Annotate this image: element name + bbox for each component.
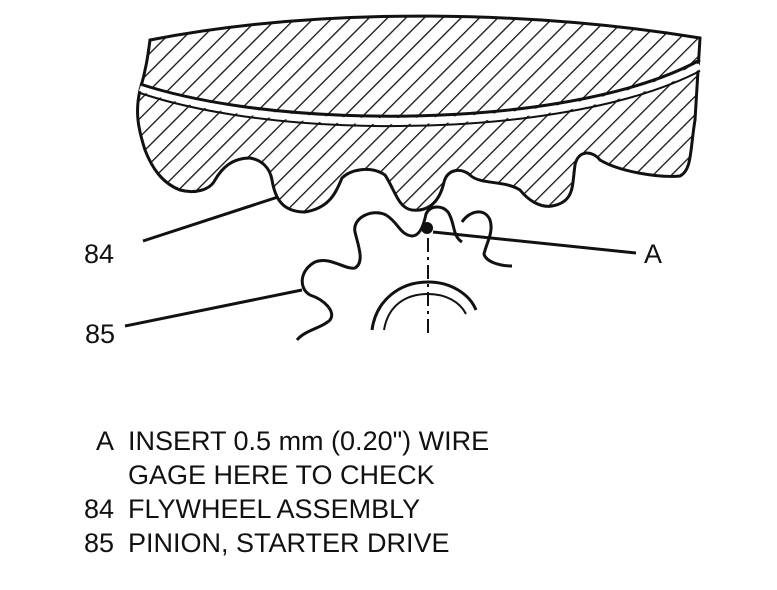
flywheel-assembly (136, 14, 702, 214)
flywheel-inner-band (139, 63, 702, 125)
pinion-bore-arc-inner (383, 292, 467, 331)
callout-label-84: 84 (84, 239, 114, 269)
legend-line: GAGE HERE TO CHECK (128, 460, 435, 490)
pinion-teeth-outline (295, 205, 463, 342)
legend-line: PINION, STARTER DRIVE (128, 528, 450, 558)
leader-84 (142, 195, 279, 243)
legend-item-84: 84 FLYWHEEL ASSEMBLY (52, 492, 489, 526)
callout-label-a: A (644, 239, 662, 269)
flywheel-inner-band-line (139, 58, 701, 118)
leader-85 (124, 288, 303, 328)
legend-key: A (95, 426, 114, 456)
pinion-bore-arc (370, 280, 478, 331)
flywheel-inner-band-line-2 (139, 70, 701, 128)
flywheel-hatched-body (136, 14, 702, 214)
legend-item-a: A INSERT 0.5 mm (0.20") WIRE GAGE HERE T… (52, 424, 489, 492)
legend-item-85: 85 PINION, STARTER DRIVE (52, 526, 489, 560)
legend-text: INSERT 0.5 mm (0.20") WIRE GAGE HERE TO … (128, 424, 489, 492)
wire-gage-point (421, 222, 433, 234)
legend-line: INSERT 0.5 mm (0.20") WIRE (128, 426, 490, 456)
legend: A INSERT 0.5 mm (0.20") WIRE GAGE HERE T… (52, 424, 489, 560)
leader-a (432, 230, 637, 255)
legend-key: 84 (83, 494, 114, 524)
legend-text: FLYWHEEL ASSEMBLY (128, 492, 420, 526)
legend-key: 85 (83, 528, 114, 558)
callout-label-85: 85 (85, 319, 115, 349)
legend-line: FLYWHEEL ASSEMBLY (128, 494, 421, 524)
legend-text: PINION, STARTER DRIVE (128, 526, 450, 560)
pinion-starter-drive (295, 205, 513, 342)
